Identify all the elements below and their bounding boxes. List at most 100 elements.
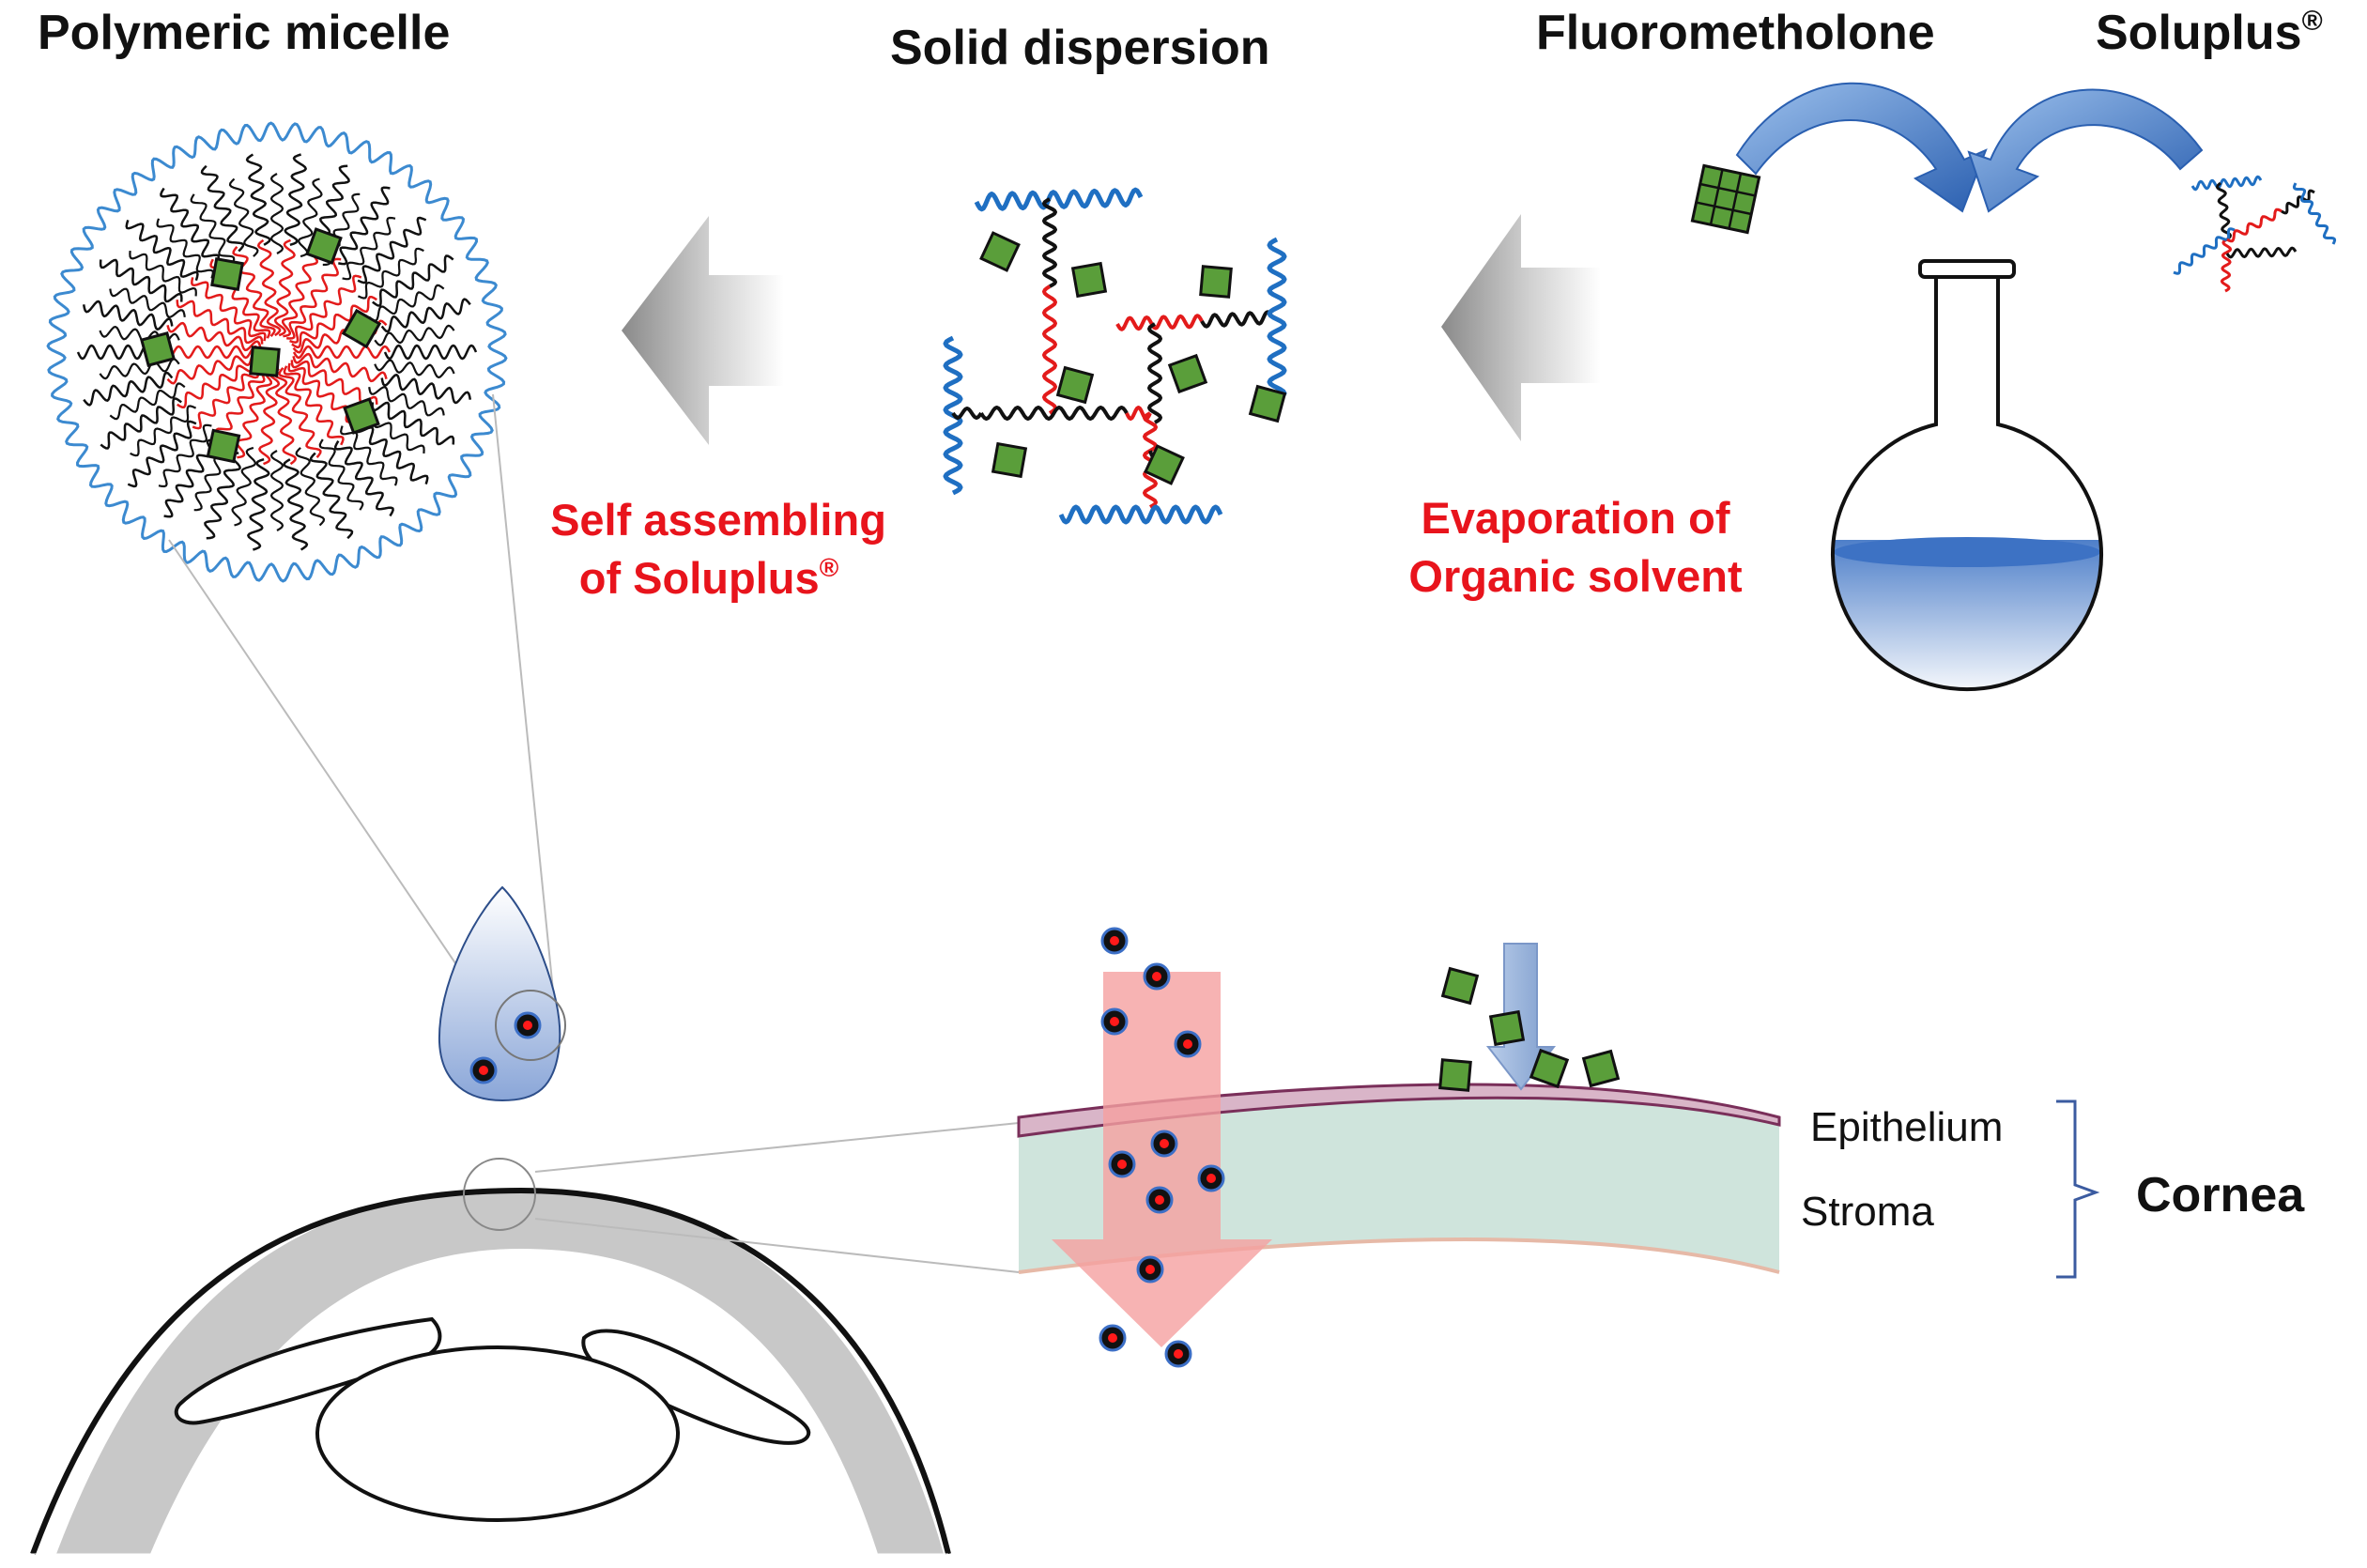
- micelle-particle-core: [1174, 1349, 1183, 1359]
- micelle-particle-core: [1207, 1174, 1216, 1183]
- micelle-chain-core: [283, 365, 345, 446]
- zoom-line-left: [168, 539, 494, 1020]
- micelle-chain-core: [292, 345, 392, 360]
- self-assembling-label-line1: Self assembling: [550, 495, 886, 545]
- micelle-chain-outer: [269, 450, 284, 531]
- micelle-drug-crystal: [140, 331, 176, 367]
- micelle-chain-outer: [130, 405, 197, 457]
- micelle-particle-core: [1145, 1265, 1155, 1274]
- polymer-chain-red: [2220, 238, 2233, 293]
- micelle-chain-outer: [355, 423, 429, 484]
- micelle-chain-core: [291, 295, 377, 348]
- micelle-chain-core: [273, 238, 296, 337]
- micelle-chain-core: [278, 367, 322, 458]
- dispersion-drug-crystal: [1199, 265, 1233, 299]
- micelle-chain-outer: [284, 153, 307, 246]
- micelle-chain-outer: [82, 300, 174, 331]
- fluorometholone-title: Fluorometholone: [1536, 6, 1935, 60]
- micelle-chain-core: [289, 274, 362, 344]
- micelle-chain-outer: [374, 324, 455, 346]
- polymeric-micelle-title: Polymeric micelle: [38, 6, 450, 60]
- dispersion-chain-blue: [1267, 237, 1287, 402]
- polymer-chain-blue: [2292, 182, 2337, 245]
- dispersion-drug-crystal: [991, 441, 1028, 479]
- polymer-chain-blue: [2173, 227, 2236, 275]
- polymer-chain-red: [2226, 208, 2282, 243]
- eye-cross-section: [0, 1187, 951, 1556]
- cornea-zoom-circle: [463, 1158, 536, 1231]
- cornea-zoom-line-top: [534, 1122, 1020, 1173]
- micelle-chain-outer: [125, 220, 199, 282]
- micelle-chain-core: [286, 257, 342, 340]
- drug-crystals-on-surface: [1438, 966, 1621, 1092]
- eye-drop: [438, 885, 566, 1102]
- self-assembling-label-text: of Soluplus: [579, 553, 820, 603]
- polymer-chain-black: [2216, 181, 2232, 241]
- micelle-chain-outer: [269, 173, 284, 254]
- micelle-chain-core: [162, 345, 262, 360]
- micelle-drug-crystal: [249, 346, 281, 377]
- dispersion-chain-blue: [1058, 504, 1223, 525]
- polymer-chain-black: [2281, 189, 2315, 215]
- penetration-arrow: [1052, 972, 1272, 1347]
- dispersion-drug-crystal: [979, 231, 1021, 272]
- evaporation-label-line1: Evaporation of: [1421, 493, 1729, 543]
- micelle-chain-outer: [380, 298, 471, 333]
- micelle-chain-outer: [231, 446, 256, 527]
- micelle-chain-core: [256, 238, 282, 337]
- micelle-chain-outer: [158, 423, 212, 488]
- dispersion-drug-crystal: [1248, 384, 1287, 423]
- dispersion-chain-blue: [974, 187, 1144, 212]
- micelle-particle-core: [1160, 1139, 1169, 1148]
- micelle-chain-core: [258, 367, 281, 466]
- micelle-chain-outer: [109, 287, 186, 318]
- zoom-line-right: [492, 393, 555, 1001]
- dispersion-chain-black: [979, 406, 1129, 421]
- micelle-chain-outer: [338, 186, 391, 266]
- dispersion-drug-crystal: [1070, 261, 1108, 299]
- micelle-particles: [469, 927, 1225, 1368]
- micelle-particle-core: [1108, 1333, 1117, 1343]
- cornea-label: Cornea: [2136, 1168, 2305, 1222]
- surface-drug-crystal: [1440, 966, 1480, 1006]
- surface-drug-crystal: [1488, 1009, 1526, 1047]
- micelle-chain-outer: [99, 258, 183, 303]
- micelle-particle-core: [523, 1021, 532, 1030]
- micelle-chain-outer: [318, 438, 364, 511]
- micelle-chain-outer: [127, 420, 197, 488]
- micelle-chain-outer: [368, 386, 445, 417]
- micelle-drug-crystal: [341, 308, 382, 349]
- micelle-chain-outer: [333, 439, 394, 517]
- surface-drug-crystal: [1438, 1058, 1472, 1092]
- micelle-chain-outer: [357, 247, 424, 300]
- micelle-drug-crystal: [305, 227, 343, 265]
- micelle-chain-outer: [228, 177, 259, 257]
- micelle-chain-core: [192, 361, 265, 430]
- solid-dispersion-title: Solid dispersion: [890, 21, 1270, 75]
- micelle-chain-outer: [100, 397, 182, 450]
- lens: [315, 1345, 680, 1522]
- dispersion-chain-black: [951, 407, 983, 420]
- micelle-particle-core: [1152, 972, 1161, 981]
- micelle-chain-core: [292, 352, 388, 383]
- micelle-chain-outer: [380, 373, 472, 405]
- micelle-particle-core: [1117, 1160, 1127, 1169]
- soluplus-title: Soluplus®: [2096, 6, 2323, 60]
- micelle-chain-outer: [342, 216, 396, 281]
- self-assembling-label-mark: ®: [820, 553, 839, 582]
- micelle-drug-crystal: [210, 257, 244, 291]
- micelle-chain-outer: [190, 193, 236, 266]
- micelle-chain-outer: [245, 153, 271, 246]
- micelle-chain-core: [166, 350, 262, 385]
- micelle-particle-core: [1155, 1195, 1164, 1205]
- dispersion-chain-black: [1147, 322, 1162, 424]
- micelle-chain-outer: [247, 458, 270, 551]
- curved-arrow-polymer: [1967, 88, 2204, 213]
- solid-dispersion-illustration: [943, 187, 1287, 525]
- self-assembling-label-line2: of Soluplus®: [579, 553, 839, 603]
- dispersion-drug-crystal: [1055, 365, 1095, 405]
- micelle-chain-core: [287, 362, 363, 427]
- micelle-particle-core: [479, 1066, 488, 1075]
- dispersion-drug-crystal: [1144, 444, 1185, 485]
- process-arrow-right: [1441, 214, 1601, 441]
